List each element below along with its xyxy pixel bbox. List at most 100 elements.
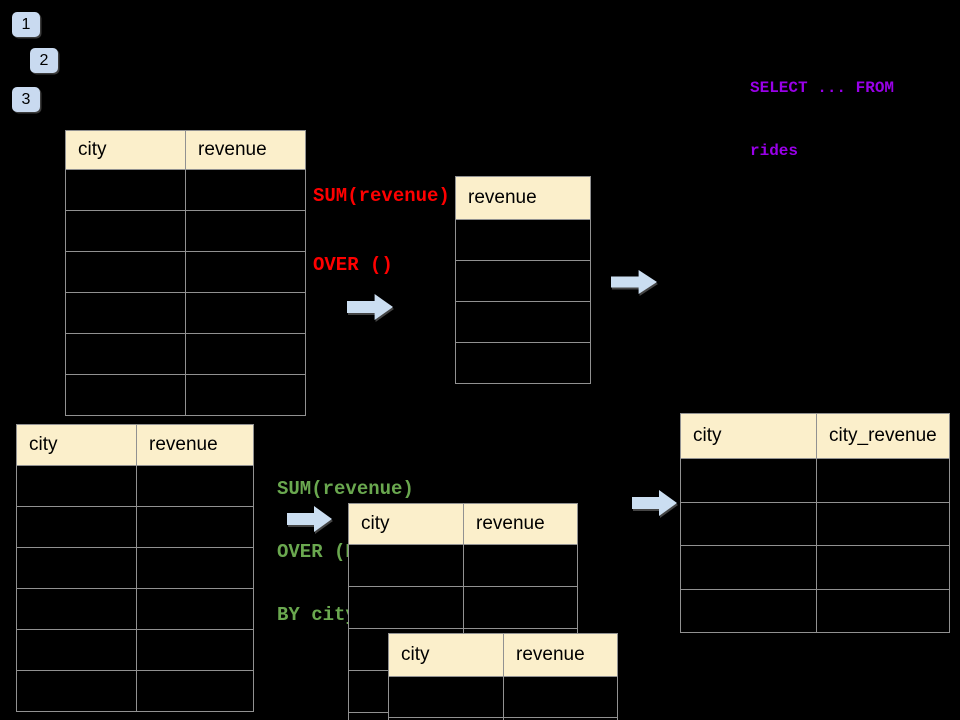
table-row <box>66 374 305 415</box>
total-revenue-fn-label: SUM(revenue) OVER () <box>313 139 450 323</box>
table-cell <box>66 293 186 333</box>
table-cell <box>17 507 137 547</box>
sql-line-select: SELECT DISTINCT(city), <box>88 56 339 78</box>
table-cell <box>17 589 137 629</box>
total-revenue-table: revenue <box>455 176 591 384</box>
step-badge-3: 3 <box>12 87 40 112</box>
table-cell <box>817 546 949 589</box>
table-cell <box>186 334 305 374</box>
table-cell <box>186 375 305 415</box>
table-row <box>66 169 305 210</box>
column-header-city: city <box>681 414 817 458</box>
table-row <box>17 506 253 547</box>
table-cell <box>137 507 253 547</box>
table-row <box>17 588 253 629</box>
table-header-row: revenue <box>456 177 590 219</box>
side-note-line-2: rides <box>750 142 799 160</box>
table-row <box>66 333 305 374</box>
table-cell <box>456 302 590 342</box>
table-body <box>389 676 617 720</box>
table-cell <box>186 170 305 210</box>
right-arrow-icon <box>287 506 332 532</box>
table-row <box>17 629 253 670</box>
column-header-revenue: revenue <box>476 513 545 534</box>
table-cell <box>137 589 253 629</box>
table-cell <box>681 546 817 589</box>
table-cell <box>17 671 137 711</box>
flow-arrow-3 <box>287 506 332 532</box>
table-body <box>456 219 590 383</box>
table-cell <box>137 630 253 670</box>
right-arrow-icon <box>632 490 677 516</box>
table-cell <box>349 587 464 628</box>
table-row <box>456 260 590 301</box>
table-cell <box>456 343 590 383</box>
table-cell <box>817 459 949 502</box>
partition-fn-line-1: SUM(revenue) <box>277 478 414 500</box>
table-cell <box>66 375 186 415</box>
table-cell <box>681 502 817 545</box>
table-cell <box>66 211 186 251</box>
table-row <box>389 676 617 717</box>
table-header-row: city revenue <box>17 425 253 465</box>
table-cell <box>66 170 186 210</box>
flow-arrow-4 <box>632 490 677 516</box>
table-row <box>681 501 949 546</box>
table-cell <box>389 718 504 720</box>
column-header-revenue: revenue <box>516 644 585 665</box>
table-row <box>456 301 590 342</box>
table-cell <box>464 545 577 586</box>
total-revenue-fn-line-2: OVER () <box>313 254 393 276</box>
column-header-city: city <box>349 504 464 544</box>
table-cell <box>456 261 590 301</box>
table-header-row: city revenue <box>349 504 577 544</box>
source-table-bottom: city revenue <box>16 424 254 712</box>
column-header-city: city <box>389 634 504 676</box>
flow-arrow-1 <box>347 294 393 320</box>
table-cell <box>389 677 504 717</box>
table-cell <box>66 334 186 374</box>
table-cell <box>681 589 817 632</box>
table-cell <box>137 466 253 506</box>
table-cell <box>349 545 464 586</box>
source-table-top: city revenue <box>65 130 306 416</box>
partition-table-overlay: city revenue <box>388 633 618 720</box>
step-badge-1: 1 <box>12 12 40 37</box>
column-header-revenue: revenue <box>149 434 218 455</box>
table-cell <box>137 671 253 711</box>
table-header-row: city city_revenue <box>681 414 949 458</box>
table-row <box>681 545 949 589</box>
table-row <box>389 717 617 720</box>
table-row <box>66 292 305 333</box>
total-revenue-fn-line-1: SUM(revenue) <box>313 185 450 207</box>
table-row <box>681 588 949 633</box>
table-cell <box>66 252 186 292</box>
side-note-line-1: SELECT ... FROM <box>750 79 895 97</box>
column-header-revenue: revenue <box>468 187 537 208</box>
table-cell <box>817 503 949 546</box>
table-header-row: city revenue <box>66 131 305 169</box>
table-cell <box>186 252 305 292</box>
table-cell <box>504 677 617 717</box>
city-revenue-table: city city_revenue <box>680 413 950 633</box>
table-cell <box>186 293 305 333</box>
table-row <box>17 547 253 588</box>
right-arrow-icon <box>347 294 393 320</box>
table-row <box>681 458 949 502</box>
table-body <box>681 458 949 632</box>
column-header-revenue: revenue <box>198 139 267 160</box>
table-row <box>66 251 305 292</box>
table-row <box>17 670 253 711</box>
table-row <box>17 465 253 506</box>
table-cell <box>817 590 949 633</box>
table-row <box>66 210 305 251</box>
step-badge-2: 2 <box>30 48 58 73</box>
table-row <box>456 219 590 260</box>
table-body <box>66 169 305 415</box>
column-header-city: city <box>17 425 137 465</box>
flow-arrow-2 <box>611 270 657 294</box>
table-cell <box>17 466 137 506</box>
table-cell <box>186 211 305 251</box>
table-cell <box>681 459 817 502</box>
